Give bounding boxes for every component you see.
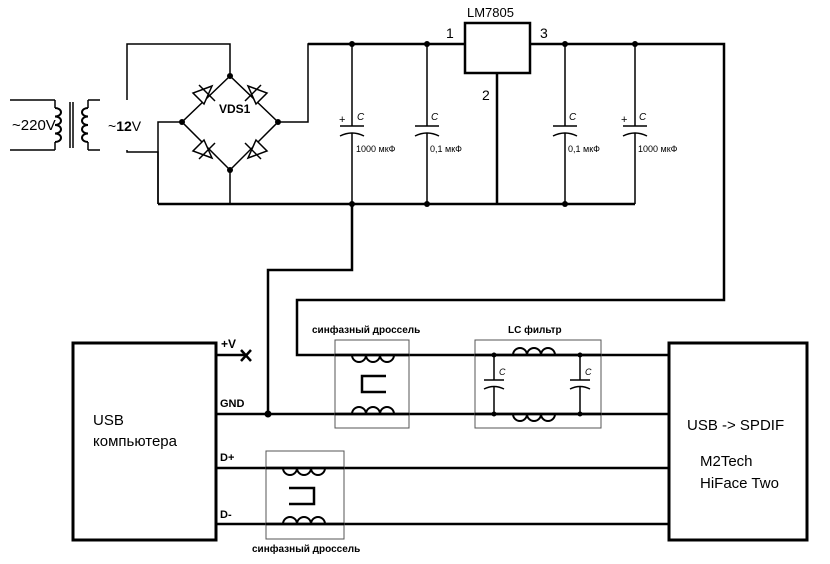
capacitor-c4	[622, 41, 648, 204]
transformer	[10, 99, 100, 151]
usb-pc-line2: компьютера	[93, 433, 178, 450]
c1-plus: +	[339, 114, 345, 126]
spdif-line3: HiFace Two	[700, 475, 779, 492]
diode-bridge	[179, 73, 281, 173]
common-mode-choke-top	[334, 339, 410, 429]
c2-letter: C	[431, 112, 439, 123]
c2-value: 0,1 мкФ	[430, 144, 462, 154]
ac-wiring	[126, 43, 231, 205]
common-mode-choke-bottom	[265, 450, 345, 540]
choke-top-label: синфазный дроссель	[312, 324, 420, 336]
c1-value: 1000 мкФ	[356, 144, 396, 154]
c4-value: 1000 мкФ	[638, 144, 678, 154]
dplus-label: D+	[220, 452, 234, 464]
lc-cap-left-letter: C	[499, 367, 506, 377]
spdif-line2: M2Tech	[700, 453, 753, 470]
vplus-label: +V	[221, 337, 236, 351]
lc-filter	[474, 339, 602, 429]
bridge-minus-wire	[157, 121, 182, 204]
mains-voltage-label: ~220V	[12, 117, 56, 134]
usb-pc-line1: USB	[93, 412, 124, 429]
c1-letter: C	[357, 112, 365, 123]
pin1-label: 1	[446, 25, 454, 41]
lc-cap-right-letter: C	[585, 367, 592, 377]
c4-letter: C	[639, 112, 647, 123]
usb-computer-block	[71, 341, 218, 542]
pin3-label: 3	[540, 25, 548, 41]
usb-spdif-block	[667, 341, 809, 542]
c3-value: 0,1 мкФ	[568, 144, 600, 154]
capacitor-c3	[552, 41, 578, 207]
gnd-label: GND	[220, 398, 245, 410]
output-wire	[295, 42, 726, 357]
lc-filter-label: LC фильтр	[508, 324, 562, 336]
spdif-line1: USB -> SPDIF	[687, 417, 784, 434]
dminus-label: D-	[220, 509, 232, 521]
choke-bottom-label: синфазный дроссель	[252, 543, 360, 555]
secondary-voltage-label: ~12V	[108, 118, 142, 134]
regulator-label: LM7805	[467, 5, 514, 20]
bridge-label: VDS1	[219, 102, 251, 116]
regulator-lm7805	[463, 21, 532, 75]
capacitor-c2	[414, 41, 440, 207]
c4-plus: +	[621, 114, 627, 126]
pin2-label: 2	[482, 87, 490, 103]
c3-letter: C	[569, 112, 577, 123]
ground-return-wire	[266, 204, 354, 414]
bridge-plus-wire	[278, 43, 465, 123]
vplus-disconnect-icon	[240, 349, 252, 362]
